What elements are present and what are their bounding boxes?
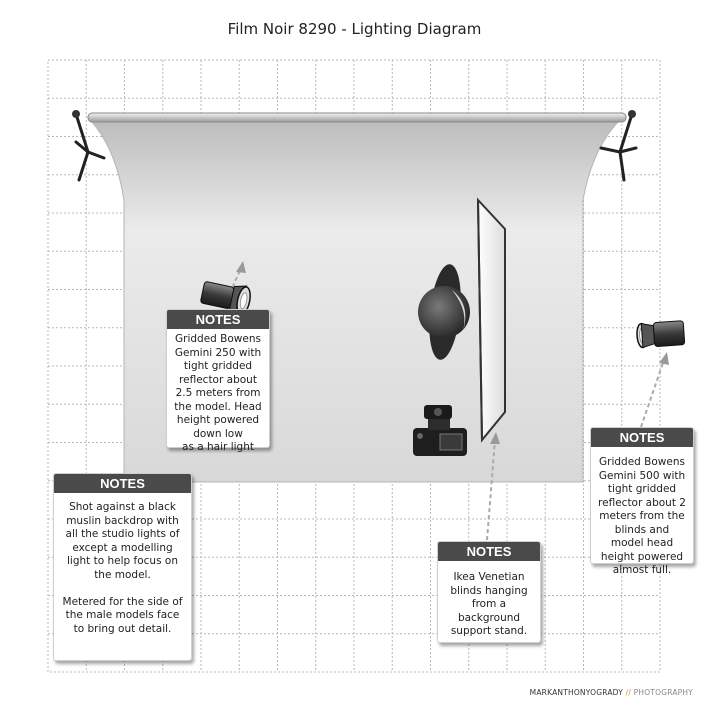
model <box>418 264 470 360</box>
note-heading: NOTES <box>438 542 540 561</box>
hair-light-arrow <box>226 261 246 301</box>
note-text: Gridded Bowens Gemini 250 with tight gri… <box>174 333 262 453</box>
key-light-arrow <box>640 352 669 428</box>
left-backdrop-stand <box>74 112 106 182</box>
credit-tag: PHOTOGRAPHY <box>633 688 693 697</box>
note-text: Ikea Venetian blinds hanging from a back… <box>450 571 528 637</box>
note-heading: NOTES <box>54 474 191 493</box>
note-heading: NOTES <box>167 310 269 329</box>
credit-name: MARKANTHONYOGRADY <box>529 688 624 697</box>
note-key-light: NOTES Gridded Bowens Gemini 500 with tig… <box>590 427 694 576</box>
right-backdrop-stand <box>599 112 638 182</box>
photographer-credit: MARKANTHONYOGRADY // PHOTOGRAPHY <box>530 688 693 697</box>
diagram-title: Film Noir 8290 - Lighting Diagram <box>227 20 482 38</box>
backdrop-pole <box>87 112 627 123</box>
note-text: Gridded Bowens Gemini 500 with tight gri… <box>598 456 686 576</box>
camera-icon <box>413 405 467 456</box>
note-blinds: NOTES Ikea Venetian blinds hanging from … <box>437 541 541 643</box>
key-light <box>636 320 686 349</box>
note-hair-light: NOTES Gridded Bowens Gemini 250 with tig… <box>166 309 270 453</box>
venetian-blinds <box>476 197 506 443</box>
blinds-arrow <box>486 432 500 541</box>
note-text: Shot against a black muslin backdrop wit… <box>62 501 183 635</box>
credit-separator: // <box>623 688 634 697</box>
note-heading: NOTES <box>591 428 693 447</box>
note-backdrop: NOTES Shot against a black muslin backdr… <box>53 473 192 661</box>
